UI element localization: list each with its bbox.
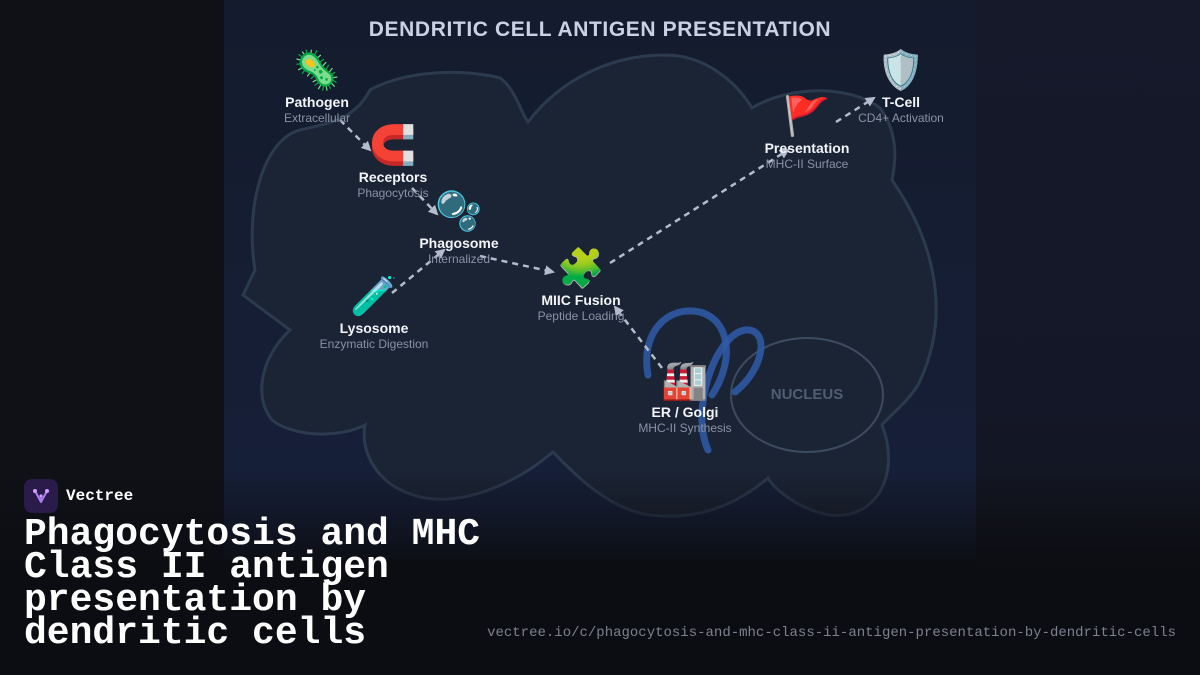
node-t-cell: 🛡️ T-Cell CD4+ Activation <box>821 50 981 125</box>
node-label: Pathogen <box>285 94 349 110</box>
node-er-golgi: 🏭 ER / Golgi MHC-II Synthesis <box>605 360 765 435</box>
node-sublabel: MHC-II Surface <box>765 157 849 171</box>
shield-icon: 🛡️ <box>877 50 925 92</box>
er-strand <box>698 326 765 454</box>
nucleus <box>730 337 884 453</box>
test-tube-icon: 🧪 <box>350 276 398 318</box>
node-sublabel: Enzymatic Digestion <box>319 337 429 351</box>
node-miic-fusion: 🧩 MIIC Fusion Peptide Loading <box>501 248 661 323</box>
page-title: Phagocytosis and MHC Class II antigen pr… <box>24 513 481 655</box>
microbe-icon: 🦠 <box>293 50 341 92</box>
vectree-logo-icon <box>24 479 58 513</box>
node-label: Phagosome <box>419 235 499 251</box>
arrow-lysosome-phagosome <box>391 248 446 294</box>
arrow-er-miic <box>613 305 663 369</box>
puzzle-piece-icon: 🧩 <box>557 248 605 290</box>
factory-icon: 🏭 <box>661 360 709 402</box>
bottom-overlay <box>0 470 1200 675</box>
node-pathogen: 🦠 Pathogen Extracellular <box>237 50 397 125</box>
magnet-icon: 🧲 <box>369 125 417 167</box>
node-label: MIIC Fusion <box>541 292 621 308</box>
node-presentation: 🚩 Presentation MHC-II Surface <box>727 96 887 171</box>
node-sublabel: Peptide Loading <box>537 309 625 323</box>
node-label: Lysosome <box>339 320 409 336</box>
node-label: Presentation <box>764 140 850 156</box>
arrow-presentation-tcell <box>835 96 876 124</box>
node-sublabel: CD4+ Activation <box>858 111 944 125</box>
node-sublabel: MHC-II Synthesis <box>638 421 732 435</box>
node-lysosome: 🧪 Lysosome Enzymatic Digestion <box>294 276 454 351</box>
node-label: T-Cell <box>881 94 921 110</box>
node-sublabel: Phagocytosis <box>357 186 429 200</box>
brand: Vectree <box>24 479 133 513</box>
node-label: ER / Golgi <box>651 404 719 420</box>
node-receptors: 🧲 Receptors Phagocytosis <box>313 125 473 200</box>
brand-name: Vectree <box>66 487 134 505</box>
arrow-pathogen-receptors <box>339 119 372 152</box>
node-label: Receptors <box>358 169 428 185</box>
diagram-title: DENDRITIC CELL ANTIGEN PRESENTATION <box>368 18 832 41</box>
nucleus-label: NUCLEUS <box>770 386 844 403</box>
page-url[interactable]: vectree.io/c/phagocytosis-and-mhc-class-… <box>487 625 1176 641</box>
node-phagosome: 🫧 Phagosome Internalized <box>379 191 539 266</box>
flag-icon: 🚩 <box>783 96 831 138</box>
node-sublabel: Internalized <box>427 252 491 266</box>
node-sublabel: Extracellular <box>283 111 351 125</box>
arrow-phagosome-miic <box>479 254 555 276</box>
bubbles-icon: 🫧 <box>435 191 483 233</box>
er-strand <box>643 307 730 399</box>
arrow-miic-presentation <box>609 148 790 265</box>
